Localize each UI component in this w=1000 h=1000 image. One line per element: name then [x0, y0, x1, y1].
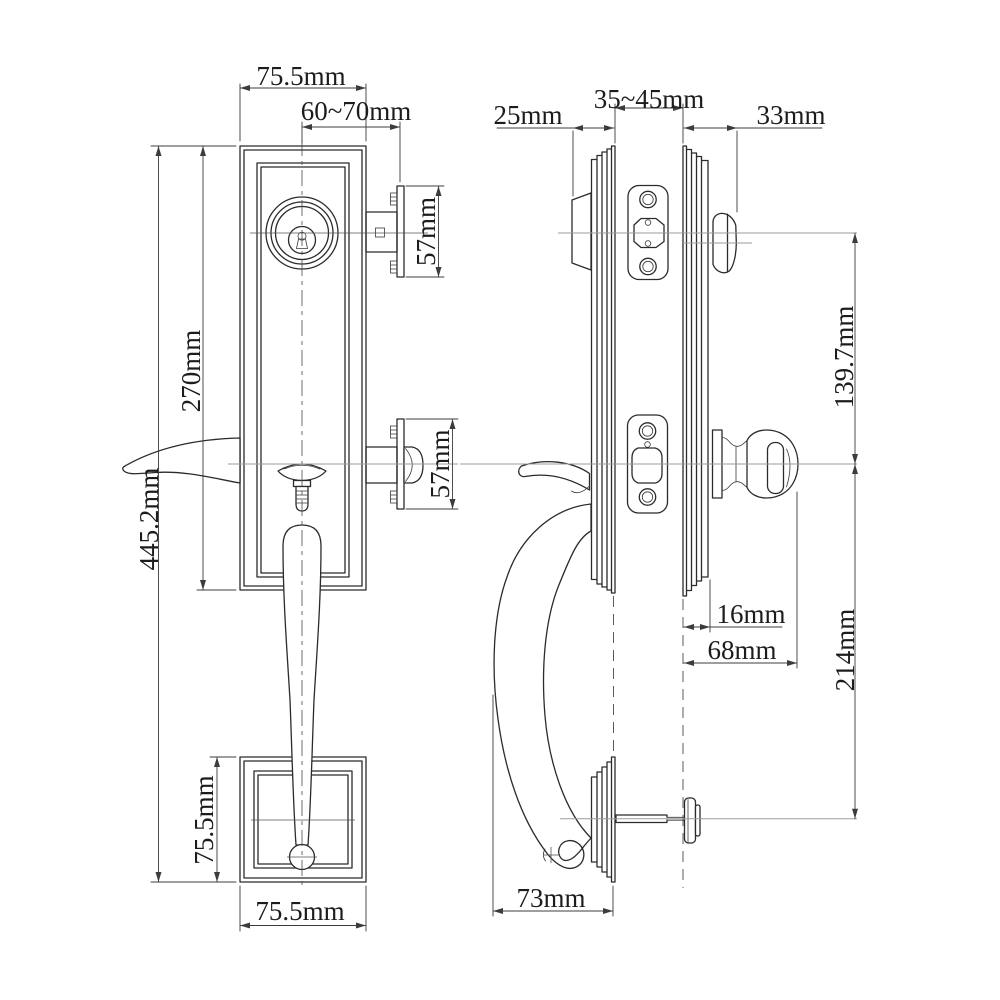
interior-plate-profile [682, 145, 709, 597]
spring-latch [365, 418, 424, 510]
escutcheon-plate [239, 145, 367, 591]
dim-label: 75.5mm [256, 61, 345, 91]
dim-label: 60~70mm [301, 96, 412, 126]
dim-plate-height: 270mm [150, 145, 237, 591]
dim-front-plate-width: 75.5mm [239, 61, 367, 142]
thumb-lever [122, 437, 241, 484]
dim-label: 68mm [707, 635, 776, 665]
dim-cylinder-to-knob: 139.7mm [829, 232, 859, 465]
dim-base-plate-width: 75.5mm [239, 885, 367, 932]
dim-thumbturn-projection: 33mm [683, 100, 826, 213]
cylinder-housing [571, 192, 592, 271]
side-view [460, 145, 857, 888]
exterior-plate-profile [590, 145, 616, 594]
dim-label: 214mm [830, 609, 860, 692]
door-section [613, 596, 684, 888]
handle-grip-side [493, 461, 592, 870]
dim-label: 445.2mm [134, 468, 164, 571]
dim-rosette-thickness: 16mm [683, 579, 786, 633]
dim-label: 33mm [756, 100, 825, 130]
dim-label: 73mm [516, 883, 585, 913]
dim-exterior-projection: 25mm [493, 100, 616, 197]
dim-label: 139.7mm [829, 306, 859, 409]
dim-spring-latch: 57mm [405, 418, 459, 510]
dim-handle-projection: 73mm [492, 694, 614, 917]
dim-overall-height: 445.2mm [134, 145, 237, 883]
front-centerlines [228, 140, 458, 888]
base-plate-profile [590, 756, 616, 883]
dim-knob-projection: 68mm [683, 491, 798, 669]
dim-label: 75.5mm [255, 896, 344, 926]
dim-label: 57mm [425, 429, 455, 498]
dim-label: 16mm [716, 599, 785, 629]
side-centerlines [460, 232, 857, 820]
deadbolt-latch [365, 185, 405, 278]
mounting-bolt [615, 797, 701, 844]
dim-base-plate-height: 75.5mm [189, 756, 237, 883]
handle-grip [282, 524, 322, 871]
dim-label: 270mm [176, 330, 206, 413]
dim-door-thickness: 35~45mm [594, 84, 705, 144]
front-view [122, 140, 458, 888]
dim-deadbolt-latch: 57mm [405, 185, 445, 278]
dim-label: 57mm [411, 197, 441, 266]
thumbturn [683, 212, 752, 274]
dim-backset: 60~70mm [301, 96, 412, 183]
dim-label: 35~45mm [594, 84, 705, 114]
dim-label: 75.5mm [189, 775, 219, 864]
dim-label: 25mm [493, 100, 562, 130]
dimensions: 75.5mm 60~70mm 57mm 57mm 270mm [134, 61, 860, 932]
dim-knob-to-bolt: 214mm [830, 463, 860, 820]
